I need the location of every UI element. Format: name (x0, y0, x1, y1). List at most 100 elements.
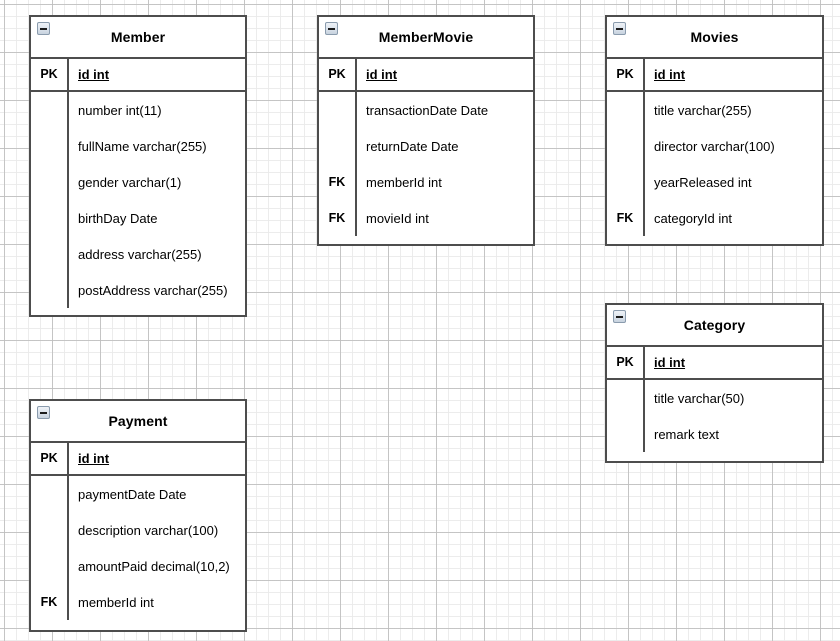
entity-movies-title: Movies (690, 29, 739, 45)
table-row[interactable]: returnDate Date (319, 128, 533, 164)
table-row[interactable]: fullName varchar(255) (31, 128, 245, 164)
attr-key: FK (319, 164, 357, 200)
table-row[interactable]: FK movieId int (319, 200, 533, 236)
table-row[interactable]: title varchar(50) (607, 380, 822, 416)
attr-name: address varchar(255) (78, 246, 202, 262)
entity-member-title-row[interactable]: Member (31, 17, 245, 59)
table-row[interactable]: gender varchar(1) (31, 164, 245, 200)
entity-movies[interactable]: Movies PK id int title varchar(255) dire… (605, 15, 824, 246)
entity-movies-title-row[interactable]: Movies (607, 17, 822, 59)
attr-name: transactionDate Date (366, 102, 489, 118)
attr-key: PK (319, 59, 357, 90)
table-row[interactable]: FK memberId int (31, 584, 245, 620)
minus-bar-icon (616, 315, 623, 318)
minus-box-icon[interactable] (325, 22, 338, 35)
entity-member-title: Member (110, 29, 166, 45)
minus-box-icon[interactable] (37, 22, 50, 35)
attr-name: id int (654, 67, 686, 82)
entity-membermovie-title-row[interactable]: MemberMovie (319, 17, 533, 59)
attr-name: fullName varchar(255) (78, 138, 207, 154)
attr-name: movieId int (366, 210, 429, 226)
attr-name: memberId int (78, 594, 154, 610)
table-row[interactable]: FK memberId int (319, 164, 533, 200)
attr-key: PK (31, 443, 69, 474)
attr-key (31, 92, 69, 128)
table-row[interactable]: PK id int (607, 347, 822, 380)
entity-payment[interactable]: Payment PK id int paymentDate Date descr… (29, 399, 247, 632)
attr-name: memberId int (366, 174, 442, 190)
entity-member[interactable]: Member PK id int number int(11) fullName… (29, 15, 247, 317)
attr-name: categoryId int (654, 210, 733, 226)
attr-key (31, 548, 69, 584)
entity-payment-title: Payment (108, 413, 168, 429)
attr-name: title varchar(50) (654, 390, 745, 406)
attr-key: FK (607, 200, 645, 236)
attr-name: id int (78, 451, 110, 466)
attr-key: PK (31, 59, 69, 90)
attr-name: id int (366, 67, 398, 82)
attr-name: id int (78, 67, 110, 82)
table-row[interactable]: birthDay Date (31, 200, 245, 236)
attr-key: PK (607, 347, 645, 378)
minus-bar-icon (328, 27, 335, 30)
table-row[interactable]: title varchar(255) (607, 92, 822, 128)
attr-name: gender varchar(1) (78, 174, 182, 190)
entity-payment-title-row[interactable]: Payment (31, 401, 245, 443)
table-row[interactable]: yearReleased int (607, 164, 822, 200)
table-row[interactable]: transactionDate Date (319, 92, 533, 128)
attr-name: director varchar(100) (654, 138, 775, 154)
entity-membermovie-title: MemberMovie (378, 29, 474, 45)
table-row[interactable]: postAddress varchar(255) (31, 272, 245, 308)
attr-key (31, 200, 69, 236)
attr-key (31, 272, 69, 308)
table-row[interactable]: paymentDate Date (31, 476, 245, 512)
minus-bar-icon (40, 27, 47, 30)
attr-key (607, 416, 645, 452)
attr-key: FK (31, 584, 69, 620)
attr-name: postAddress varchar(255) (78, 282, 228, 298)
table-row[interactable]: amountPaid decimal(10,2) (31, 548, 245, 584)
attr-key: FK (319, 200, 357, 236)
table-row[interactable]: PK id int (31, 59, 245, 92)
table-row[interactable]: director varchar(100) (607, 128, 822, 164)
entity-category-title: Category (683, 317, 746, 333)
attr-key (319, 128, 357, 164)
table-row[interactable]: remark text (607, 416, 822, 452)
attr-key (607, 380, 645, 416)
entity-membermovie-attributes: PK id int transactionDate Date returnDat… (319, 59, 533, 236)
attr-key (319, 92, 357, 128)
attr-name: id int (654, 355, 686, 370)
attr-name: paymentDate Date (78, 486, 187, 502)
entity-category-attributes: PK id int title varchar(50) remark text (607, 347, 822, 452)
attr-name: title varchar(255) (654, 102, 752, 118)
minus-bar-icon (40, 411, 47, 414)
table-row[interactable]: number int(11) (31, 92, 245, 128)
attr-name: remark text (654, 426, 720, 442)
entity-member-attributes: PK id int number int(11) fullName varcha… (31, 59, 245, 308)
attr-name: description varchar(100) (78, 522, 219, 538)
table-row[interactable]: PK id int (607, 59, 822, 92)
table-row[interactable]: PK id int (319, 59, 533, 92)
attr-key: PK (607, 59, 645, 90)
attr-key (31, 164, 69, 200)
table-row[interactable]: description varchar(100) (31, 512, 245, 548)
entity-category-title-row[interactable]: Category (607, 305, 822, 347)
minus-bar-icon (616, 27, 623, 30)
attr-key (31, 476, 69, 512)
attr-name: yearReleased int (654, 174, 752, 190)
table-row[interactable]: address varchar(255) (31, 236, 245, 272)
entity-movies-attributes: PK id int title varchar(255) director va… (607, 59, 822, 236)
attr-key (31, 128, 69, 164)
attr-key (607, 92, 645, 128)
minus-box-icon[interactable] (613, 22, 626, 35)
entity-category[interactable]: Category PK id int title varchar(50) rem… (605, 303, 824, 463)
entity-membermovie[interactable]: MemberMovie PK id int transactionDate Da… (317, 15, 535, 246)
attr-name: amountPaid decimal(10,2) (78, 558, 230, 574)
minus-box-icon[interactable] (37, 406, 50, 419)
table-row[interactable]: FK categoryId int (607, 200, 822, 236)
minus-box-icon[interactable] (613, 310, 626, 323)
table-row[interactable]: PK id int (31, 443, 245, 476)
attr-name: birthDay Date (78, 210, 158, 226)
entity-payment-attributes: PK id int paymentDate Date description v… (31, 443, 245, 620)
